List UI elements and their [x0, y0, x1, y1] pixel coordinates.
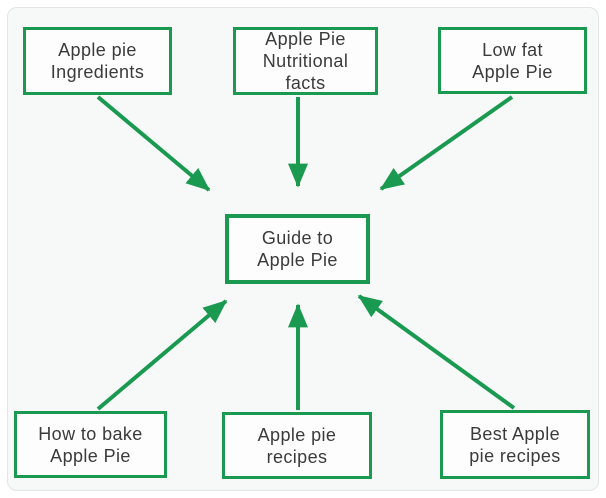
node-label-line: Apple pie: [58, 40, 137, 60]
node-best-apple-pie-recipes: Best Apple pie recipes: [440, 410, 590, 479]
node-label-line: pie recipes: [469, 445, 561, 466]
node-label-line: Ingredients: [50, 62, 145, 82]
node-label: Guide to Apple Pie: [257, 227, 338, 271]
node-label-line: Apple Pie: [257, 250, 338, 270]
node-low-fat-apple-pie: Low fat Apple Pie: [438, 27, 587, 94]
node-label-line: Nutritional: [262, 51, 349, 71]
node-how-to-bake-apple-pie: How to bake Apple Pie: [14, 411, 167, 478]
node-label-line: recipes: [266, 446, 328, 467]
node-label-line: Apple Pie: [472, 61, 553, 82]
node-label: How to bake Apple Pie: [38, 423, 142, 467]
node-label: Best Apple pie recipes: [469, 423, 560, 467]
node-label: Apple pie recipes: [258, 424, 337, 468]
node-label-line: Low fat: [482, 39, 543, 60]
node-label-line: How to bake: [38, 423, 143, 444]
node-label: Apple pie Ingredients: [51, 39, 144, 83]
node-label-line: Guide to: [261, 228, 334, 248]
node-label-line: Best Apple: [469, 423, 561, 444]
node-label-line: Apple pie: [257, 424, 337, 445]
node-label-line: facts: [285, 73, 326, 93]
node-label-line: Apple Pie: [50, 445, 131, 466]
node-label: Apple Pie Nutritional facts: [263, 28, 348, 94]
node-apple-pie-recipes: Apple pie recipes: [222, 412, 372, 479]
node-label: Low fat Apple Pie: [472, 39, 553, 83]
node-label-line: Apple Pie: [265, 29, 346, 49]
node-apple-pie-ingredients: Apple pie Ingredients: [23, 27, 172, 95]
node-guide-to-apple-pie: Guide to Apple Pie: [225, 214, 370, 284]
node-apple-pie-nutritional-facts: Apple Pie Nutritional facts: [233, 27, 378, 95]
